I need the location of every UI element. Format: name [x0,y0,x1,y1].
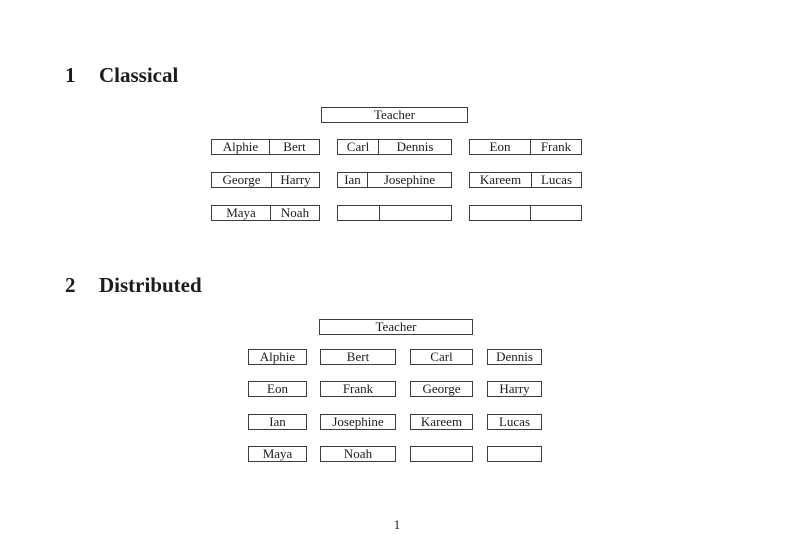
seat-cell: Ian [338,173,368,187]
seat-cell: Noah [343,447,373,461]
desk-single: George [410,381,473,397]
seat-cell-empty [470,206,531,220]
seat-cell: Alphie [259,350,296,364]
desk-single: Lucas [487,414,542,430]
desk-single: Maya [248,446,307,462]
seat-cell: Eon [470,140,531,154]
desk-single [487,446,542,462]
desk-pair: Maya Noah [211,205,320,221]
seat-cell: Alphie [212,140,270,154]
desk-pair: Alphie Bert [211,139,320,155]
section-number: 1 [65,63,76,87]
seat-cell: Lucas [540,173,573,187]
seat-cell: Carl [430,350,453,364]
seat-cell: George [422,382,461,396]
desk-single: Dennis [487,349,542,365]
desk-single: Alphie [248,349,307,365]
seat-cell: Harry [280,173,311,187]
seat-cell: Noah [280,206,310,220]
section-title: Distributed [99,273,202,297]
seat-cell-empty [488,447,541,461]
desk-pair: Ian Josephine [337,172,452,188]
desk-pair: George Harry [211,172,320,188]
seat-cell-empty [411,447,472,461]
teacher-box: Teacher [319,319,473,335]
seat-cell: Bert [283,140,306,154]
desk-pair [469,205,582,221]
desk-single: Carl [410,349,473,365]
seat-cell: Frank [342,382,374,396]
desk-single: Harry [487,381,542,397]
desk-pair: Eon Frank [469,139,582,155]
seat-cell: Kareem [420,415,463,429]
section-heading-distributed: 2 Distributed [65,274,202,296]
desk-single: Eon [248,381,307,397]
section-heading-classical: 1 Classical [65,64,178,86]
desk-pair: Carl Dennis [337,139,452,155]
desk-pair [337,205,452,221]
seat-cell: Carl [338,140,379,154]
teacher-box: Teacher [321,107,468,123]
desk-single: Ian [248,414,307,430]
seat-cell: Lucas [498,415,531,429]
desk-single: Noah [320,446,396,462]
desk-pair: Kareem Lucas [469,172,582,188]
seat-cell: Kareem [470,173,532,187]
seat-cell: Harry [499,382,530,396]
seat-cell: George [212,173,272,187]
section-title: Classical [99,63,179,87]
seat-cell: Josephine [332,415,384,429]
seat-cell-empty [531,206,581,220]
seat-cell: Dennis [396,140,434,154]
desk-single: Kareem [410,414,473,430]
desk-single: Josephine [320,414,396,430]
seat-cell-empty [380,206,451,220]
seat-cell: Josephine [383,173,436,187]
seat-cell: Frank [540,140,572,154]
seat-cell: Bert [346,350,370,364]
page-number: 1 [393,517,401,532]
seat-cell: Eon [267,382,288,396]
desk-single [410,446,473,462]
seat-cell: Dennis [496,350,533,364]
desk-single: Bert [320,349,396,365]
section-number: 2 [65,273,76,297]
seat-cell-empty [338,206,380,220]
seat-cell: Maya [212,206,271,220]
desk-single: Frank [320,381,396,397]
seat-cell: Ian [269,415,286,429]
seat-cell: Maya [262,447,293,461]
